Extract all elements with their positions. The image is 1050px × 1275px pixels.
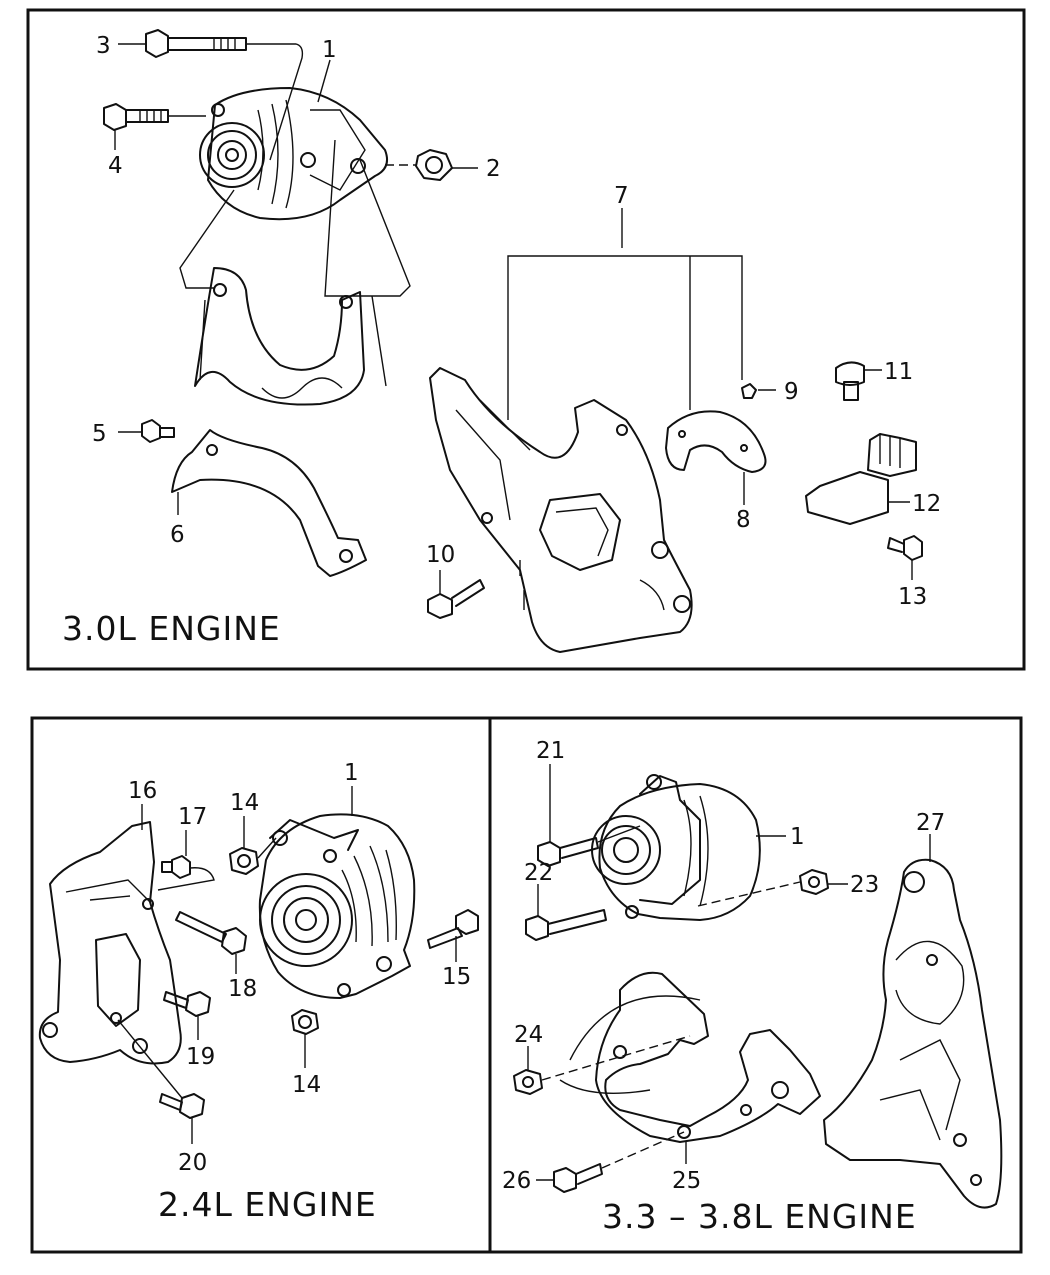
- callout-1-3-3l: 1: [790, 824, 805, 850]
- leader-3-mount: [246, 43, 304, 161]
- nut-24: [513, 1035, 691, 1095]
- brace-6: [171, 429, 367, 577]
- callout-4: 4: [108, 153, 123, 179]
- bolt-5: [118, 419, 175, 443]
- callout-13: 13: [898, 584, 927, 610]
- bolt-10: [427, 570, 485, 619]
- callout-12: 12: [912, 491, 941, 517]
- bolt-26: [536, 1131, 685, 1193]
- callout-24: 24: [514, 1022, 543, 1048]
- bracket-16: [38, 804, 182, 1065]
- callout-18: 18: [228, 976, 257, 1002]
- bolt-4: [103, 103, 206, 150]
- relay-12: [805, 433, 917, 525]
- bracket-7: [429, 367, 693, 653]
- callout-15: 15: [442, 964, 471, 990]
- alternator-1-top: [199, 87, 388, 221]
- callout-5: 5: [92, 421, 107, 447]
- panel-3-0l-engine: 3 1 4 2 7 9 11 5 12 8 6 10 13 3.0L ENGIN…: [62, 29, 941, 653]
- callout-8: 8: [736, 507, 751, 533]
- callout-1-2-4l: 1: [344, 760, 359, 786]
- leader-7-bracket: [507, 255, 743, 420]
- engine-label-3-3-3-8l: 3.3 – 3.8L ENGINE: [602, 1197, 917, 1236]
- callout-21: 21: [536, 738, 565, 764]
- bracket-27: [823, 834, 1003, 1209]
- callout-20: 20: [178, 1150, 207, 1176]
- panel-frame-bottom: [30, 716, 1023, 1254]
- callout-17: 17: [178, 804, 207, 830]
- bolt-11: [835, 361, 882, 401]
- screw-9: [741, 383, 776, 399]
- bolt-21: [537, 764, 641, 867]
- nut-14-upper: [229, 816, 277, 875]
- callout-16: 16: [128, 778, 157, 804]
- bolt-3: [145, 29, 247, 58]
- bolt-18: [175, 911, 247, 974]
- callout-7: 7: [614, 183, 629, 209]
- callout-27: 27: [916, 810, 945, 836]
- bolt-15: [427, 909, 479, 962]
- panel-2-4l-engine: 16 17 14 1 18 15 19 14 20 2.4L ENGINE: [38, 760, 479, 1224]
- callout-23: 23: [850, 872, 879, 898]
- bolt-19: [163, 991, 211, 1040]
- callout-25: 25: [672, 1168, 701, 1194]
- callout-14-upper: 14: [230, 790, 259, 816]
- engine-label-2-4l: 2.4L ENGINE: [158, 1185, 377, 1224]
- bracket-25: [559, 971, 821, 1164]
- nut-2: [415, 149, 453, 181]
- panel-frame-3-0l: [26, 8, 1026, 671]
- callout-10: 10: [426, 542, 455, 568]
- callout-9: 9: [784, 379, 799, 405]
- shield-8: [665, 410, 767, 505]
- nut-23: [697, 869, 848, 907]
- panel-3-3-3-8l-engine: 21 27 1 22 23 24 26 25 3.3 – 3.8L ENGINE: [502, 738, 1003, 1236]
- leader-7-stem: [621, 208, 691, 410]
- nut-14-lower: [291, 1009, 319, 1068]
- callout-11: 11: [884, 359, 913, 385]
- bolt-22: [525, 884, 607, 941]
- bracket-outline-left: [179, 189, 235, 289]
- callout-1-top: 1: [322, 37, 337, 63]
- engine-label-3-0l: 3.0L ENGINE: [62, 609, 281, 648]
- callout-14-lower: 14: [292, 1072, 321, 1098]
- bracket-outline-right: [324, 139, 411, 297]
- callout-26: 26: [502, 1168, 531, 1194]
- alternator-1-3-3l: [591, 774, 786, 921]
- callout-3: 3: [96, 33, 111, 59]
- callout-22: 22: [524, 860, 553, 886]
- bolt-17: [157, 830, 215, 891]
- callout-2: 2: [486, 156, 501, 182]
- alternator-1-2-4l: [258, 786, 416, 999]
- alternator-mount-bracket: [194, 267, 387, 406]
- bolt-13: [887, 535, 923, 580]
- callout-19: 19: [186, 1044, 215, 1070]
- callout-6: 6: [170, 522, 185, 548]
- bolt-20: [117, 1019, 205, 1144]
